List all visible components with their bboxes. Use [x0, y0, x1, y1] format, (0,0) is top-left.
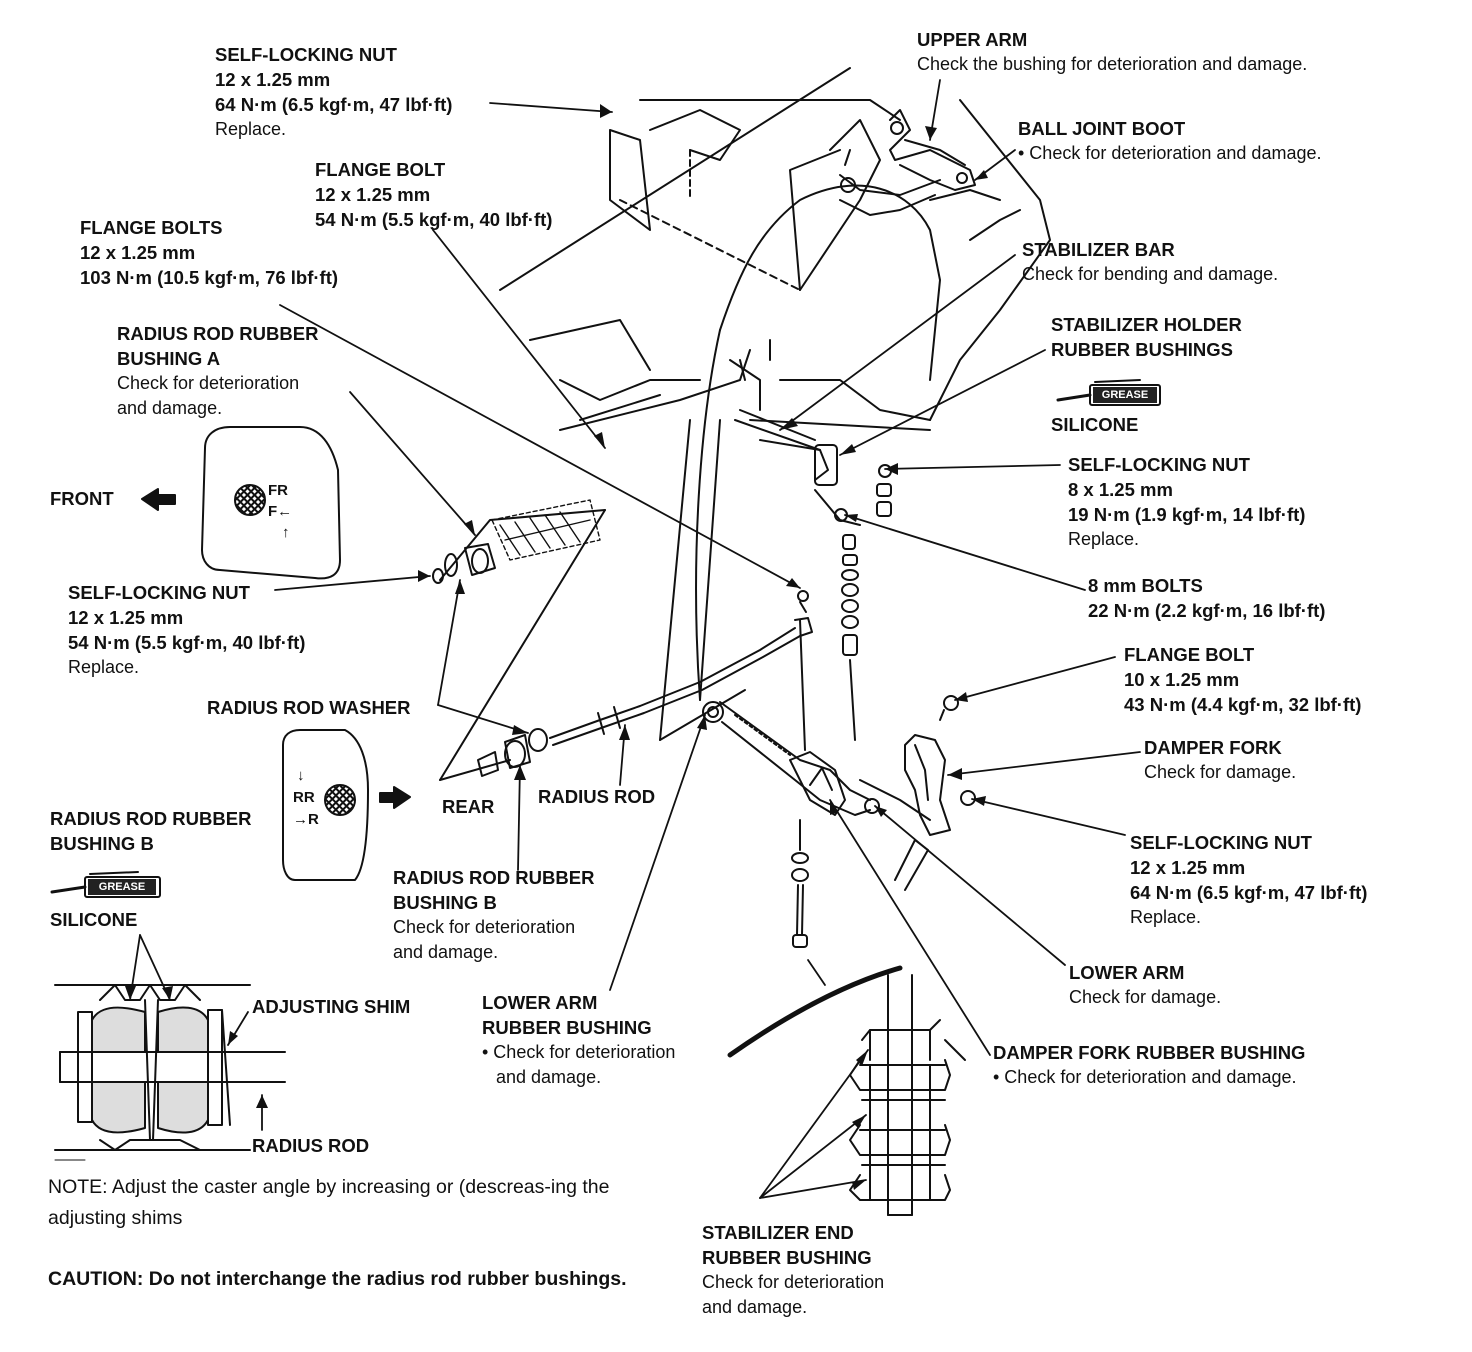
- bracket-hatch: [491, 499, 601, 561]
- rear-badge-shape: [282, 729, 369, 881]
- label-radius-rod-bushing-a: RADIUS ROD RUBBER BUSHING A Check for de…: [117, 323, 319, 418]
- label-stabilizer-holder-bushings: STABILIZER HOLDER RUBBER BUSHINGS: [1051, 314, 1242, 360]
- rear-badge-line-2: RR: [293, 789, 315, 806]
- rear-badge-text: ↓ RR →R: [293, 765, 319, 831]
- stabilizer-end-detail: [727, 965, 966, 1216]
- damper-fork-drawing: [859, 695, 976, 891]
- label-lower-arm-rubber-bushing: LOWER ARM RUBBER BUSHING • Check for det…: [482, 992, 676, 1087]
- rear-badge-line-1: ↓: [297, 767, 305, 784]
- label-stabilizer-bar: STABILIZER BAR Check for bending and dam…: [1022, 239, 1279, 284]
- label-self-locking-nut-right: SELF-LOCKING NUT 12 x 1.25 mm 64 N·m (6.…: [1130, 832, 1368, 927]
- bushing-cross-section: [54, 984, 286, 1161]
- label-adjusting-shim: ADJUSTING SHIM: [252, 996, 411, 1017]
- label-stabilizer-end-bushing: STABILIZER END RUBBER BUSHING Check for …: [702, 1222, 885, 1317]
- leader-lines: [129, 79, 1141, 1199]
- stabilizer-bar-drawing: [734, 409, 892, 526]
- radius-rod-bushing-parts: [432, 543, 548, 777]
- front-badge-text: FR F← ↑: [268, 480, 292, 543]
- arrow-heads: [125, 104, 988, 1190]
- rear-arrow-icon: [379, 786, 411, 809]
- front-badge-shape: [201, 426, 341, 580]
- label-ball-joint-boot: BALL JOINT BOOT • Check for deterioratio…: [1018, 118, 1322, 163]
- label-damper-fork-bushing: DAMPER FORK RUBBER BUSHING • Check for d…: [993, 1042, 1306, 1087]
- label-self-locking-nut-left: SELF-LOCKING NUT 12 x 1.25 mm 54 N·m (5.…: [68, 582, 306, 677]
- upper-arm-drawing: [839, 109, 976, 216]
- label-flange-bolt-10: FLANGE BOLT 10 x 1.25 mm 43 N·m (4.4 kgf…: [1124, 644, 1362, 715]
- label-self-locking-nut-top: SELF-LOCKING NUT 12 x 1.25 mm 64 N·m (6.…: [215, 44, 453, 139]
- front-arrow-icon: [141, 488, 176, 511]
- label-radius-rod-main: RADIUS ROD: [538, 786, 656, 807]
- label-silicone-right: SILICONE: [1051, 414, 1139, 435]
- stabilizer-link-lower: [791, 819, 809, 948]
- rear-badge-line-3: →R: [293, 811, 319, 828]
- note-text: NOTE: Adjust the caster angle by increas…: [48, 1176, 610, 1229]
- label-self-locking-nut-8: SELF-LOCKING NUT 8 x 1.25 mm 19 N·m (1.9…: [1068, 454, 1306, 549]
- front-label: FRONT: [50, 488, 114, 509]
- front-badge-line-3: ↑: [282, 524, 290, 541]
- caution-text: CAUTION: Do not interchange the radius r…: [48, 1268, 627, 1290]
- label-radius-rod-inset: RADIUS ROD: [252, 1135, 370, 1156]
- radius-rod-drawing: [549, 590, 813, 746]
- body-frame-outline: [499, 67, 1051, 701]
- label-lower-arm: LOWER ARM Check for damage.: [1069, 962, 1222, 1007]
- label-upper-arm: UPPER ARM Check the bushing for deterior…: [917, 29, 1308, 74]
- label-flange-bolts: FLANGE BOLTS 12 x 1.25 mm 103 N·m (10.5 …: [80, 217, 339, 288]
- stabilizer-end-stack: [841, 534, 859, 656]
- grease-brush-icon-right: [1056, 379, 1161, 406]
- grease-brush-icon-left: [50, 871, 161, 898]
- strut-guide-lines: [439, 419, 856, 781]
- front-badge-line-1: FR: [268, 482, 288, 499]
- label-radius-rod-washer: RADIUS ROD WASHER: [207, 697, 411, 718]
- label-radius-rod-bushing-b-center: RADIUS ROD RUBBER BUSHING B Check for de…: [393, 867, 595, 962]
- label-flange-bolt-upper: FLANGE BOLT 12 x 1.25 mm 54 N·m (5.5 kgf…: [315, 159, 553, 230]
- grease-tag-right: GREASE: [1093, 387, 1157, 403]
- label-silicone-left: SILICONE: [50, 909, 138, 930]
- lower-arm-drawing: [702, 701, 880, 816]
- label-radius-rod-bushing-b-left: RADIUS ROD RUBBER BUSHING B: [50, 808, 252, 854]
- label-damper-fork: DAMPER FORK Check for damage.: [1144, 737, 1297, 782]
- front-badge-line-2: F←: [268, 503, 293, 520]
- grease-tag-left: GREASE: [88, 879, 156, 895]
- label-bolts-8mm: 8 mm BOLTS 22 N·m (2.2 kgf·m, 16 lbf·ft): [1088, 575, 1326, 621]
- rear-label: REAR: [442, 796, 495, 817]
